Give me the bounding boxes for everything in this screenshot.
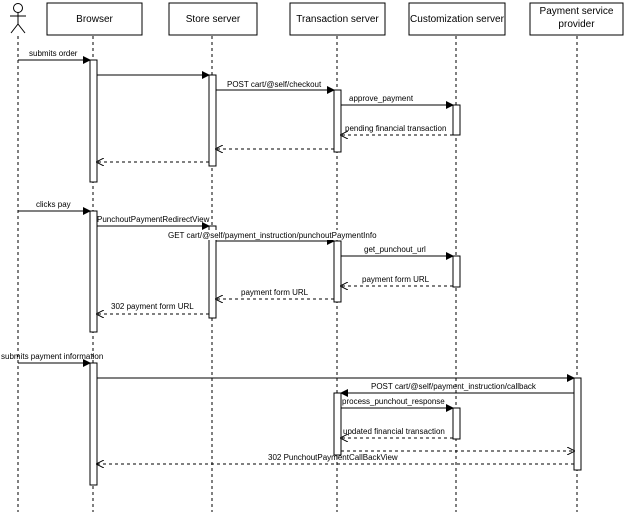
message-label: pending financial transaction	[345, 124, 446, 133]
message-label: payment form URL	[241, 288, 309, 297]
participant-transaction: Transaction server	[289, 2, 386, 36]
activation-psp-3	[573, 377, 582, 471]
user-actor-icon	[10, 3, 26, 34]
message-label: payment form URL	[362, 275, 430, 284]
participant-store-label: Store server	[186, 14, 241, 25]
message-label: POST cart/@self/payment_instruction/call…	[371, 382, 537, 391]
message-label: 302 payment form URL	[111, 302, 194, 311]
activation-transaction-1	[333, 89, 342, 153]
participant-store: Store server	[168, 2, 258, 36]
participant-psp-label-line2: provider	[558, 19, 595, 30]
message-label: updated financial transaction	[343, 427, 445, 436]
message-label: 302 PunchoutPaymentCallBackView	[268, 453, 398, 462]
activation-transaction-3	[333, 392, 342, 456]
participant-psp: Payment service provider	[529, 2, 624, 36]
activation-custom-1	[452, 104, 461, 136]
activation-browser-1	[89, 59, 98, 183]
message-label: GET cart/@self/payment_instruction/punch…	[168, 231, 377, 240]
activation-custom-2	[452, 255, 461, 288]
activation-store-2	[208, 225, 217, 319]
messages: submits order POST cart/@self/checkout a…	[1, 49, 575, 464]
participant-transaction-label: Transaction server	[296, 14, 379, 25]
message-label: approve_payment	[349, 94, 414, 103]
activation-browser-2	[89, 210, 98, 333]
activation-transaction-2	[333, 240, 342, 303]
activation-browser-3	[89, 362, 98, 486]
participant-psp-label: Payment service	[540, 6, 614, 17]
message-label: PunchoutPaymentRedirectView	[97, 215, 210, 224]
message-label: process_punchout_response	[342, 397, 445, 406]
message-label: clicks pay	[36, 200, 71, 209]
activation-custom-3	[452, 407, 461, 440]
lifelines	[17, 36, 578, 512]
message-label: submits payment information	[1, 352, 103, 361]
participant-browser-label: Browser	[76, 14, 113, 25]
activations	[89, 59, 582, 486]
participant-browser: Browser	[46, 2, 143, 36]
participant-custom: Customization server	[408, 2, 506, 36]
message-label: submits order	[29, 49, 78, 58]
participant-custom-label: Customization server	[410, 14, 505, 25]
message-label: POST cart/@self/checkout	[227, 80, 322, 89]
message-label: get_punchout_url	[364, 245, 426, 254]
activation-store-1	[208, 74, 217, 167]
